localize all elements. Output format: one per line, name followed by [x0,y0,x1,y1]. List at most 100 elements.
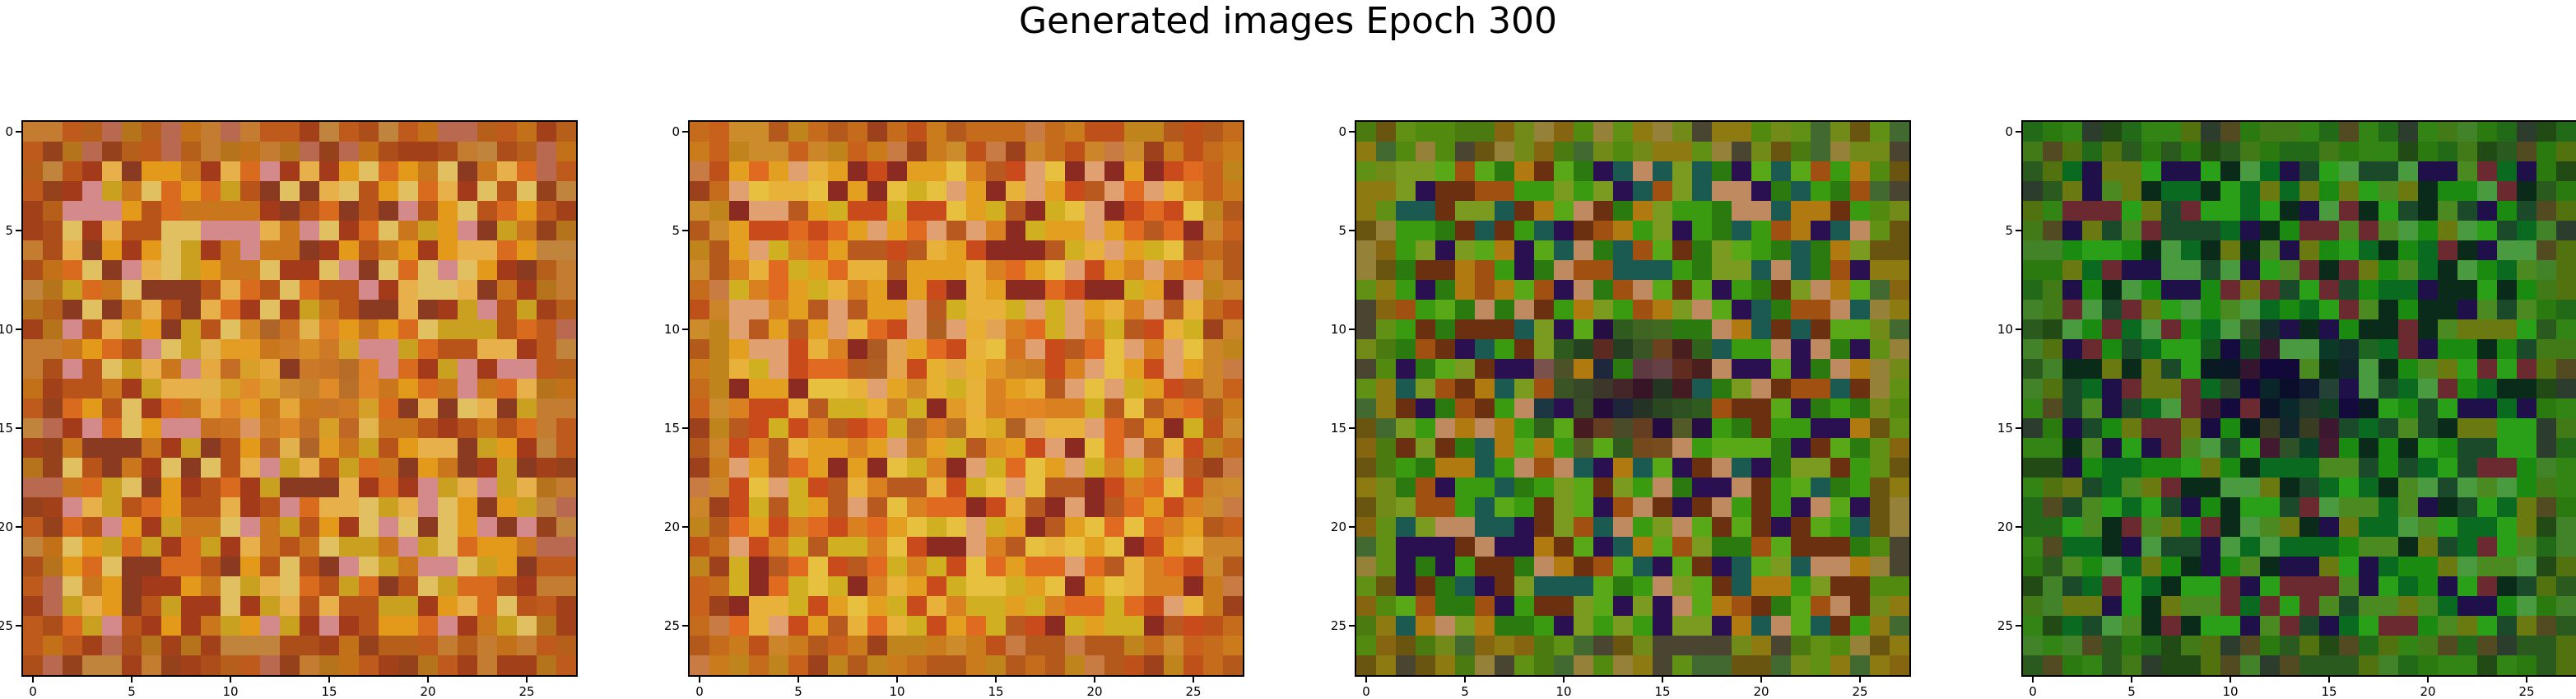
image-panel-4 [2021,120,2576,677]
y-tick-mark [1349,427,1355,429]
x-tick-label: 5 [794,684,802,699]
y-tick-mark [1349,131,1355,133]
x-tick-mark [427,677,429,683]
x-tick-mark [797,677,799,683]
x-tick-label: 0 [2029,684,2037,699]
x-tick-label: 10 [222,684,239,699]
generated-image-3 [1356,122,1909,675]
y-tick-mark [2016,526,2021,528]
y-tick-mark [2016,230,2021,231]
y-tick-mark [1349,625,1355,627]
y-tick-mark [16,230,21,231]
y-tick-label: 20 [0,520,13,534]
x-tick-mark [131,677,133,683]
y-tick-mark [682,625,688,627]
x-tick-label: 0 [695,684,704,699]
x-tick-mark [1662,677,1663,683]
y-tick-label: 20 [1330,520,1346,534]
x-tick-label: 25 [1185,684,1202,699]
x-tick-mark [2427,677,2429,683]
y-tick-mark [2016,131,2021,133]
y-tick-label: 0 [672,124,680,139]
image-panel-3 [1355,120,1911,677]
y-tick-label: 20 [663,520,680,534]
generated-image-1 [23,122,576,675]
y-tick-label: 0 [1338,124,1346,139]
x-tick-mark [1365,677,1367,683]
figure-title: Generated images Epoch 300 [1018,0,1558,42]
x-tick-label: 10 [889,684,905,699]
x-tick-mark [1464,677,1466,683]
x-tick-mark [230,677,231,683]
x-tick-label: 5 [2127,684,2136,699]
x-tick-mark [1193,677,1194,683]
y-tick-label: 10 [0,322,13,337]
y-tick-mark [16,625,21,627]
y-tick-label: 5 [672,223,680,238]
x-tick-mark [2526,677,2527,683]
image-panel-1 [21,120,578,677]
y-tick-label: 10 [1330,322,1346,337]
y-tick-label: 20 [1997,520,2013,534]
x-tick-mark [1563,677,1565,683]
y-tick-mark [682,427,688,429]
x-tick-mark [526,677,528,683]
x-tick-mark [1859,677,1861,683]
y-tick-mark [2016,625,2021,627]
x-tick-mark [328,677,330,683]
y-tick-label: 25 [1997,618,2013,633]
x-tick-label: 25 [2518,684,2535,699]
x-tick-label: 20 [420,684,436,699]
x-tick-mark [2032,677,2034,683]
y-tick-label: 25 [663,618,680,633]
y-tick-mark [16,427,21,429]
x-tick-label: 15 [321,684,337,699]
image-panel-2 [688,120,1244,677]
y-tick-label: 15 [1330,421,1346,436]
y-tick-mark [682,526,688,528]
y-tick-label: 5 [1338,223,1346,238]
x-tick-label: 15 [988,684,1004,699]
y-tick-label: 15 [0,421,13,436]
y-tick-label: 10 [663,322,680,337]
x-tick-mark [2131,677,2132,683]
x-tick-label: 20 [1753,684,1769,699]
x-tick-mark [2328,677,2330,683]
y-tick-label: 15 [663,421,680,436]
generated-image-2 [690,122,1243,675]
x-tick-mark [1760,677,1762,683]
x-tick-mark [995,677,997,683]
x-tick-label: 20 [1086,684,1103,699]
y-tick-label: 10 [1997,322,2013,337]
x-tick-label: 0 [29,684,37,699]
y-tick-mark [1349,526,1355,528]
y-tick-mark [1349,329,1355,330]
y-tick-label: 0 [5,124,13,139]
y-tick-label: 25 [1330,618,1346,633]
y-tick-label: 25 [0,618,13,633]
y-tick-label: 5 [2005,223,2013,238]
x-tick-label: 0 [1362,684,1370,699]
y-tick-mark [2016,329,2021,330]
y-tick-mark [1349,230,1355,231]
y-tick-mark [16,526,21,528]
x-tick-mark [1094,677,1095,683]
x-tick-label: 15 [1654,684,1671,699]
x-tick-mark [32,677,34,683]
y-tick-label: 0 [2005,124,2013,139]
y-tick-mark [682,329,688,330]
y-tick-mark [682,131,688,133]
generated-image-4 [2023,122,2576,675]
y-tick-mark [16,131,21,133]
x-tick-label: 10 [1555,684,1572,699]
y-tick-label: 15 [1997,421,2013,436]
x-tick-mark [2230,677,2231,683]
x-tick-label: 5 [128,684,136,699]
y-tick-label: 5 [5,223,13,238]
x-tick-label: 20 [2420,684,2436,699]
x-tick-mark [896,677,898,683]
x-tick-label: 15 [2321,684,2337,699]
y-tick-mark [2016,427,2021,429]
x-tick-label: 5 [1461,684,1469,699]
x-tick-label: 10 [2222,684,2239,699]
